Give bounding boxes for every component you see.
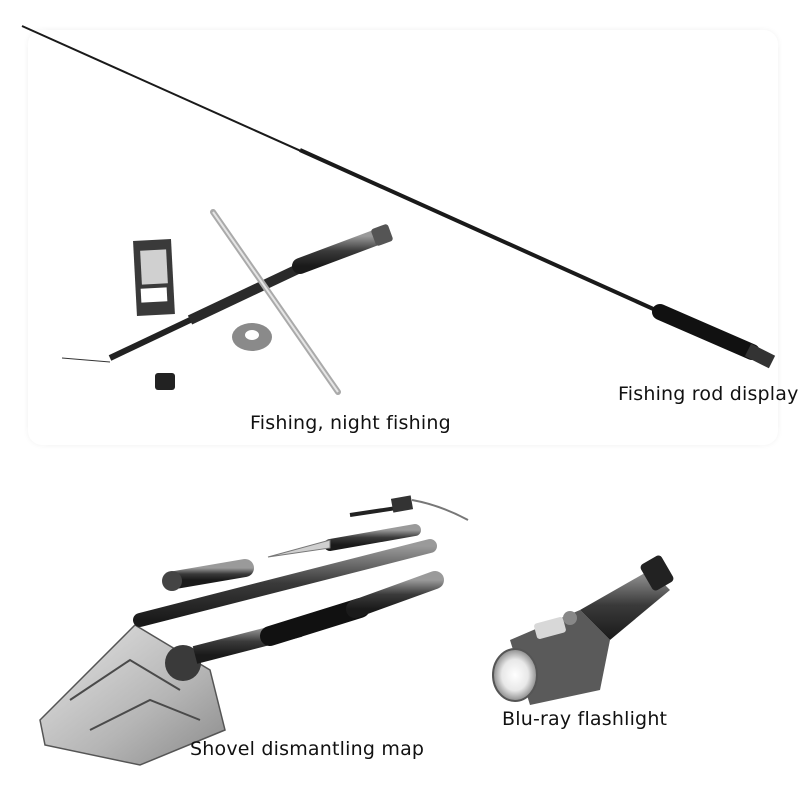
- rod-end-cap: [155, 373, 175, 390]
- shovel-handle-parts: [133, 495, 469, 627]
- blu-ray-flashlight: [492, 555, 674, 705]
- caption-fishing-night-fishing: Fishing, night fishing: [250, 412, 451, 434]
- caption-fishing-rod-display: Fishing rod display: [618, 383, 799, 405]
- top-panel: [28, 30, 778, 445]
- small-flashlight: [162, 559, 254, 591]
- hook-packet: [133, 239, 175, 316]
- fishing-rod-long: [21, 25, 776, 369]
- caption-shovel-dismantling-map: Shovel dismantling map: [190, 738, 425, 760]
- caption-blu-ray-flashlight: Blu-ray flashlight: [502, 708, 668, 730]
- folding-shovel: [39, 571, 444, 766]
- float-stick: [210, 209, 341, 395]
- rubber-ring: [232, 323, 272, 351]
- fishing-rod-collapsed: [61, 224, 393, 363]
